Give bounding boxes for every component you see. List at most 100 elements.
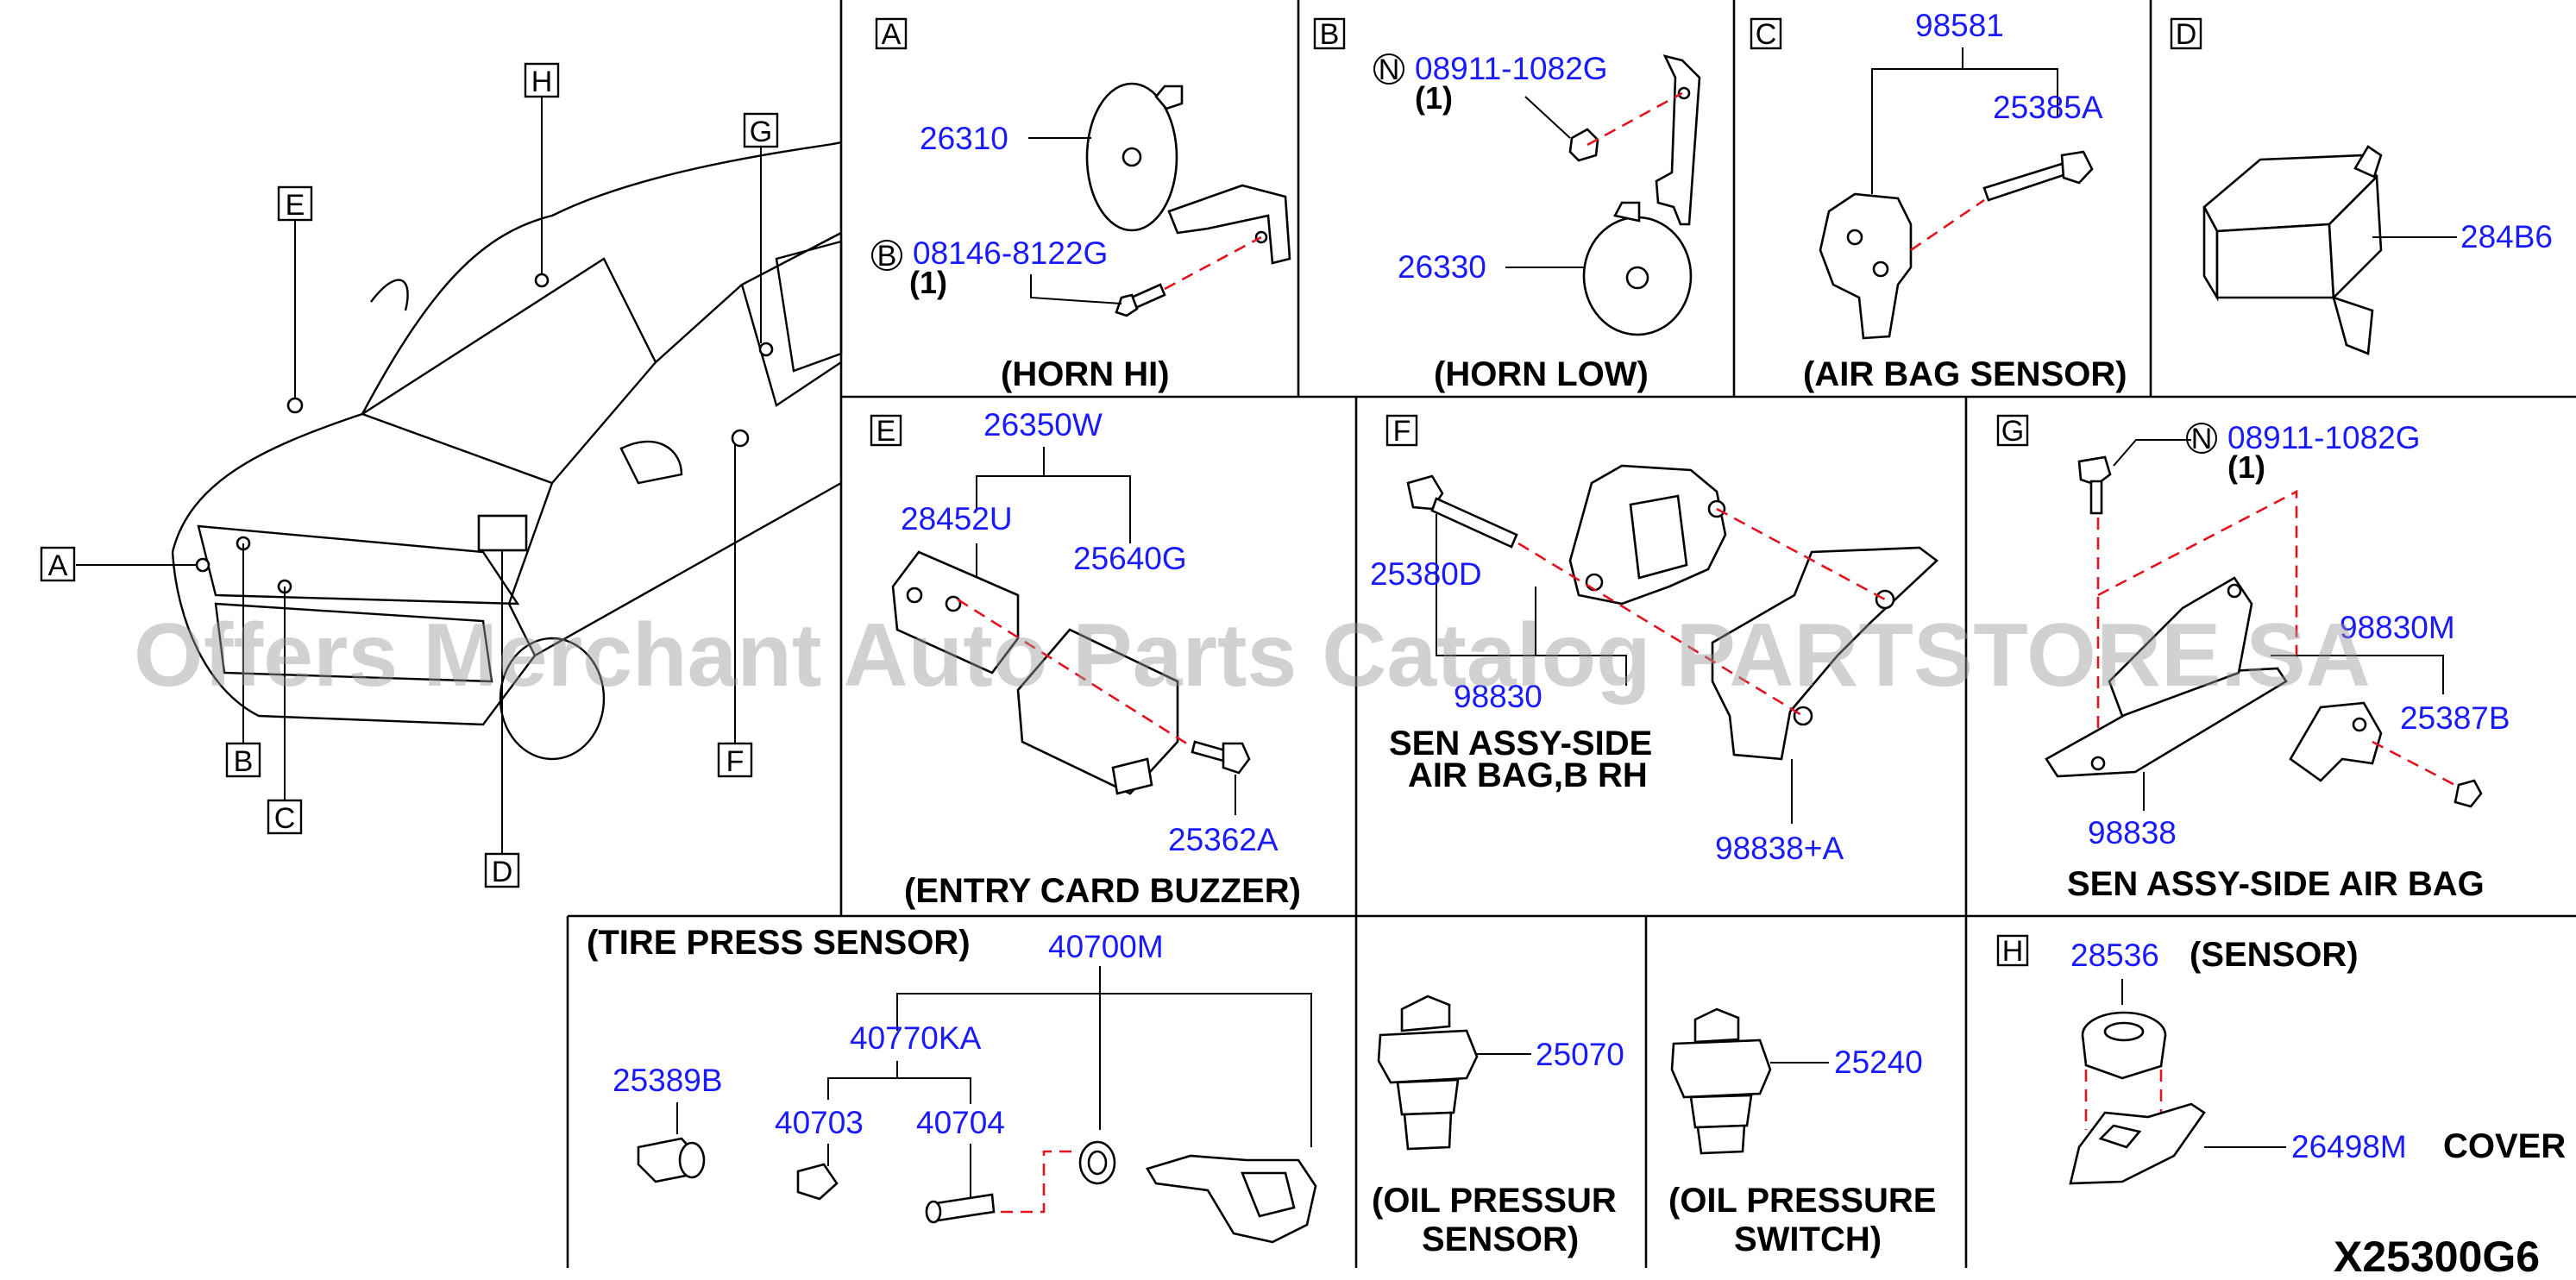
module-d-marker	[477, 514, 528, 552]
panel-oil-switch-caption-line1: (OIL PRESSURE	[1668, 1182, 1936, 1220]
vehicle-drawing	[171, 141, 843, 761]
callout-a[interactable]: A	[40, 546, 76, 582]
panel-h: H 28536 (SENSOR) 26498M COVER	[1996, 934, 2566, 1185]
part-40704[interactable]: 40704	[916, 1105, 1005, 1140]
panel-c: C 98581 25385A (AIR BAG SENSOR)	[1750, 8, 2127, 393]
part-08911-1082G-b[interactable]: 08911-1082G	[1415, 51, 1608, 86]
callout-f-label: F	[726, 745, 745, 778]
part-08911-1082G-g[interactable]: 08911-1082G	[2227, 420, 2421, 455]
panel-e: E 26350W 28452U 25640G 25362A (ENTRY CAR…	[870, 407, 1301, 910]
part-98838[interactable]: 98838	[2088, 815, 2177, 850]
callout-g-label: G	[750, 116, 772, 148]
callout-h[interactable]: H	[524, 62, 560, 98]
part-08146-8122G[interactable]: 08146-8122G	[913, 235, 1108, 271]
qty-a-bolt: (1)	[909, 265, 947, 300]
side-airbag-sensor-g-drawing	[2289, 701, 2383, 782]
diagram-code: X25300G6	[2334, 1233, 2540, 1280]
callout-g[interactable]: G	[743, 112, 779, 148]
panel-e-caption: (ENTRY CARD BUZZER)	[904, 872, 1301, 910]
sensor-f-marker	[731, 429, 750, 448]
panel-g: G N 08911-1082G (1) 98830M 25387B 98838 …	[1996, 414, 2510, 903]
part-28536[interactable]: 28536	[2070, 938, 2159, 973]
nut-symbol-n: N	[1379, 53, 1400, 86]
side-airbag-bracket-g-drawing	[2045, 576, 2288, 778]
part-26310[interactable]: 26310	[920, 121, 1008, 156]
part-284B6[interactable]: 284B6	[2460, 219, 2553, 254]
part-98830[interactable]: 98830	[1454, 679, 1542, 714]
part-25240[interactable]: 25240	[1834, 1045, 1923, 1080]
bolt-g-drawing	[2077, 455, 2112, 515]
horn-low-drawing	[1568, 54, 1701, 336]
callout-a-label: A	[48, 549, 68, 582]
airbag-sensor-drawing	[1819, 192, 1913, 340]
panel-f-caption-line2: AIR BAG,B RH	[1408, 756, 1648, 794]
callout-c[interactable]: C	[267, 799, 303, 835]
bolt-f-drawing	[1406, 474, 1518, 549]
panel-f-caption-line1: SEN ASSY-SIDE	[1389, 725, 1652, 762]
vehicle-overview: A B C D E F G H	[40, 62, 843, 888]
panel-c-letter: C	[1756, 18, 1777, 51]
part-40770KA[interactable]: 40770KA	[850, 1020, 982, 1056]
panel-f: F 25380D 98830 98838+A SEN ASSY-SIDE AIR…	[1370, 414, 1939, 866]
panel-a-letter: A	[882, 18, 902, 51]
qty-g-nut: (1)	[2227, 449, 2265, 485]
bolt-symbol-b: B	[877, 240, 897, 273]
part-98830M[interactable]: 98830M	[2340, 610, 2455, 645]
callout-e[interactable]: E	[277, 185, 313, 222]
part-25070[interactable]: 25070	[1536, 1037, 1624, 1072]
watermark: Offers Merchant Auto Parts Catalog PARTS…	[134, 605, 2371, 706]
panel-grid	[566, 0, 2576, 1268]
cover-label: COVER	[2443, 1127, 2566, 1165]
sensor-cover-drawing	[2069, 1102, 2206, 1185]
part-98581[interactable]: 98581	[1915, 8, 2004, 43]
part-25387B[interactable]: 25387B	[2400, 700, 2510, 736]
part-25380D[interactable]: 25380D	[1370, 556, 1482, 592]
sensor-h-marker	[534, 273, 550, 288]
nut-g-drawing	[2453, 779, 2483, 808]
oil-pressure-switch-drawing	[1670, 1007, 1772, 1155]
callout-b-label: B	[234, 745, 254, 778]
panel-oil-sensor: 25070 (OIL PRESSUR SENSOR)	[1372, 995, 1624, 1258]
part-28452U[interactable]: 28452U	[901, 501, 1013, 536]
panel-f-letter: F	[1393, 415, 1411, 448]
side-airbag-sensor-b-drawing	[1568, 464, 1727, 605]
part-26330[interactable]: 26330	[1398, 249, 1486, 285]
side-airbag-bracket-b-drawing	[1711, 546, 1939, 761]
qty-b-nut: (1)	[1415, 80, 1453, 116]
callout-b[interactable]: B	[225, 742, 261, 778]
panel-g-caption: SEN ASSY-SIDE AIR BAG	[2067, 865, 2485, 903]
panel-oil-sensor-caption-line2: SENSOR)	[1422, 1220, 1579, 1258]
panel-a: A 26310 B 08146-8122G (1) (HORN HI)	[871, 17, 1291, 393]
panel-a-letter-box	[875, 17, 908, 50]
panel-g-letter: G	[2001, 415, 2024, 448]
panel-d-letter: D	[2176, 18, 2197, 51]
part-98838-A[interactable]: 98838+A	[1715, 831, 1844, 866]
panel-oil-switch: 25240 (OIL PRESSURE SWITCH)	[1668, 1007, 1936, 1258]
rain-sensor-drawing	[2081, 1011, 2167, 1080]
part-40700M[interactable]: 40700M	[1048, 929, 1164, 964]
panel-oil-sensor-caption-line1: (OIL PRESSUR	[1372, 1182, 1617, 1220]
part-25389B[interactable]: 25389B	[613, 1063, 723, 1098]
part-26498M[interactable]: 26498M	[2291, 1129, 2407, 1164]
tire-sensor-parts-drawing	[637, 1137, 1317, 1244]
horn-hi-drawing	[1085, 82, 1291, 265]
callout-f[interactable]: F	[717, 742, 753, 778]
buzzer-e-marker	[286, 397, 304, 414]
panel-b: B N 08911-1082G (1) 26330 (HORN LOW)	[1313, 17, 1701, 393]
panel-a-caption: (HORN HI)	[1001, 355, 1170, 393]
panel-b-letter: B	[1320, 18, 1340, 51]
callout-d[interactable]: D	[484, 852, 520, 888]
panel-e-letter: E	[876, 415, 896, 448]
callout-h-label: H	[531, 66, 553, 98]
control-module-drawing	[2202, 145, 2383, 355]
part-40703[interactable]: 40703	[775, 1105, 864, 1140]
panel-tire: (TIRE PRESS SENSOR) 40700M 40770KA 25389…	[587, 924, 1317, 1244]
bolt-a-drawing	[1115, 283, 1166, 317]
part-25362A[interactable]: 25362A	[1168, 822, 1279, 857]
part-25640G[interactable]: 25640G	[1073, 541, 1187, 576]
part-25385A[interactable]: 25385A	[1993, 90, 2103, 125]
oil-pressure-sensor-drawing	[1377, 995, 1479, 1151]
panel-c-caption: (AIR BAG SENSOR)	[1803, 355, 2127, 393]
part-26350W[interactable]: 26350W	[983, 407, 1103, 442]
